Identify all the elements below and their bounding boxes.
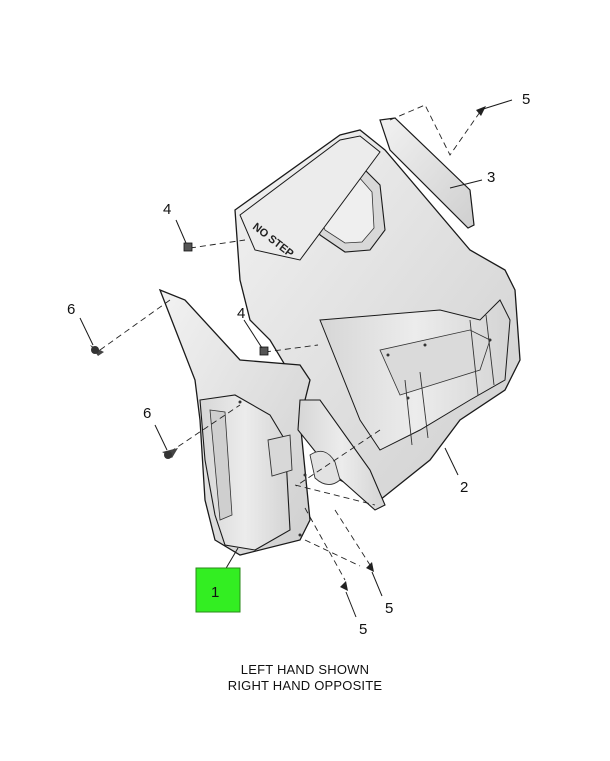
callout-item-5-middle[interactable]: 5 [385, 600, 393, 617]
caption-right-hand: RIGHT HAND OPPOSITE [227, 678, 383, 693]
callout-leaders [79, 99, 513, 618]
callout-item-5-bottom[interactable]: 5 [359, 621, 367, 638]
nut-fastener-4-upper [183, 242, 193, 252]
highlight-box-item-1 [195, 567, 241, 613]
callout-item-6-upper[interactable]: 6 [67, 301, 75, 318]
upper-housing-part [234, 129, 521, 501]
callout-item-3[interactable]: 3 [487, 169, 495, 186]
nut-fastener-4-lower [259, 346, 269, 356]
rivet-fastener-5-top [476, 106, 486, 116]
screw-fastener-6-lower [162, 448, 178, 459]
screw-fastener-6-upper [90, 345, 104, 356]
exploded-view-lines [99, 104, 481, 581]
callout-item-1[interactable]: 1 [211, 584, 219, 601]
rivet-fastener-5-bottom [340, 581, 348, 591]
callout-item-4-lower[interactable]: 4 [237, 305, 245, 322]
rivet-fastener-5-middle [366, 562, 374, 572]
callout-item-5-top[interactable]: 5 [522, 91, 530, 108]
callout-item-2[interactable]: 2 [460, 479, 468, 496]
callout-item-6-lower[interactable]: 6 [143, 405, 151, 422]
lower-fender-part [158, 288, 386, 556]
caption-left-hand: LEFT HAND SHOWN [240, 662, 370, 677]
callout-item-4-upper[interactable]: 4 [163, 201, 171, 218]
